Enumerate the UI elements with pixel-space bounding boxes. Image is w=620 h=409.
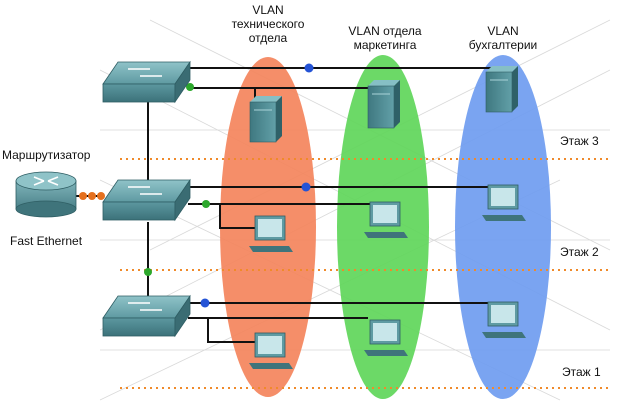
port-dot — [202, 200, 210, 208]
pc-tech-floor1-icon — [249, 332, 293, 369]
vlan-tech-label: VLAN технического отдела — [231, 3, 305, 45]
port-dot — [79, 192, 87, 200]
pc-accounting-floor2-icon — [482, 184, 526, 221]
port-dot — [304, 63, 314, 73]
floor1-links — [188, 302, 490, 343]
pc-tech-floor2-icon — [249, 215, 293, 252]
vlan-accounting-label: VLAN бухгалтерии — [468, 24, 538, 52]
pc-marketing-floor2-icon — [364, 201, 408, 238]
server-accounting-icon — [485, 66, 518, 113]
vlan-marketing-label: VLAN отдела маркетинга — [348, 24, 422, 52]
server-tech-icon — [249, 96, 282, 143]
router-label: Маршрутизатор — [2, 148, 91, 162]
switch-floor1 — [102, 294, 191, 338]
floor-separators — [120, 158, 610, 389]
floor-1-label: Этаж 1 — [562, 365, 601, 379]
port-dot — [88, 192, 96, 200]
port-dot — [97, 192, 105, 200]
port-dot — [186, 83, 194, 91]
switch-floor2 — [102, 178, 191, 222]
vlan-marketing-ellipse — [337, 55, 429, 399]
port-dot — [144, 268, 152, 276]
fast-ethernet-label: Fast Ethernet — [10, 234, 83, 248]
switch-floor3 — [102, 60, 191, 104]
router-icon — [15, 171, 77, 218]
vlan-accounting-ellipse — [455, 55, 551, 399]
pc-accounting-floor1-icon — [482, 301, 526, 338]
server-marketing-icon — [367, 80, 400, 129]
floor-3-label: Этаж 3 — [560, 134, 599, 148]
port-dot — [301, 182, 311, 192]
floor-2-label: Этаж 2 — [560, 245, 599, 259]
pc-marketing-floor1-icon — [364, 319, 408, 356]
port-dot — [200, 298, 210, 308]
floor3-links — [188, 67, 500, 102]
